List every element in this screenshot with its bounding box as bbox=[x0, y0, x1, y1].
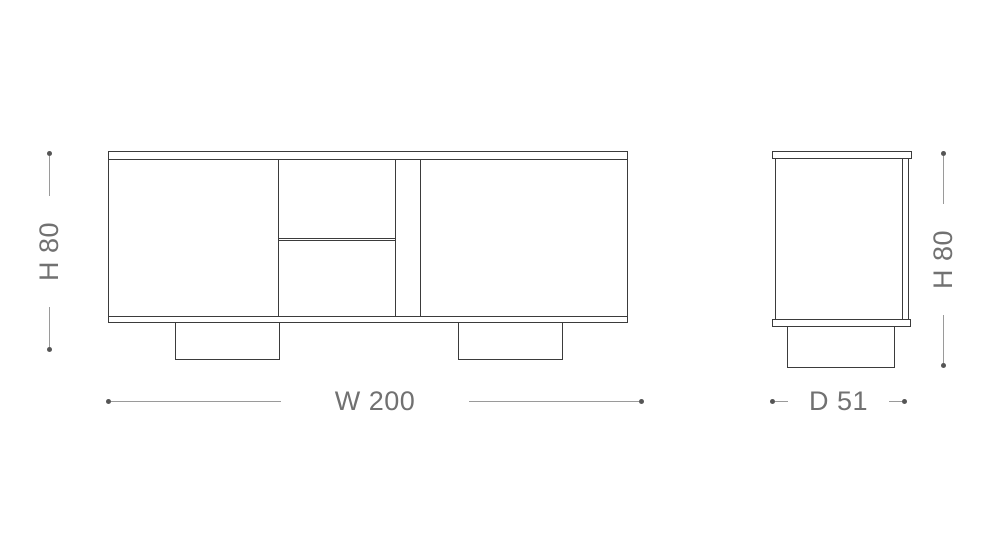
dimension-line bbox=[942, 315, 944, 364]
front-view-cabinet bbox=[108, 151, 628, 323]
front-right-foot bbox=[458, 322, 563, 360]
front-top-panel-line bbox=[109, 159, 627, 160]
dimension-endpoint-dot bbox=[46, 347, 52, 353]
side-view-body bbox=[775, 158, 909, 320]
width-label: W 200 bbox=[334, 385, 416, 416]
dimension-endpoint-dot bbox=[940, 363, 946, 369]
dimension-endpoint-dot bbox=[106, 398, 111, 404]
front-drawer-gap-line bbox=[278, 238, 396, 241]
height-label-front: H 80 bbox=[33, 221, 64, 282]
dimension-width: W 200 bbox=[106, 385, 645, 416]
side-view-foot bbox=[787, 326, 895, 368]
dimension-height-side: H 80 bbox=[927, 151, 959, 369]
dimension-endpoint-dot bbox=[639, 398, 645, 404]
dimension-line bbox=[48, 307, 50, 348]
dimension-line bbox=[775, 400, 788, 402]
dimension-depth: D 51 bbox=[770, 386, 907, 416]
front-left-foot bbox=[175, 322, 280, 360]
dimension-line bbox=[469, 400, 640, 402]
depth-label: D 51 bbox=[808, 385, 869, 416]
dimension-height-front: H 80 bbox=[33, 151, 65, 353]
dimension-line bbox=[48, 156, 50, 196]
front-bottom-panel-line bbox=[109, 316, 627, 317]
dimension-endpoint-dot bbox=[46, 151, 52, 156]
dimension-line bbox=[111, 400, 281, 402]
height-label-side: H 80 bbox=[927, 229, 958, 290]
dimension-endpoint-dot bbox=[770, 398, 775, 404]
dimension-line bbox=[942, 156, 944, 204]
dimension-endpoint-dot bbox=[940, 151, 946, 156]
dimension-endpoint-dot bbox=[902, 398, 907, 404]
side-door-front-line bbox=[902, 159, 903, 319]
dimension-line bbox=[889, 400, 902, 402]
front-right-door-divider bbox=[420, 160, 421, 316]
